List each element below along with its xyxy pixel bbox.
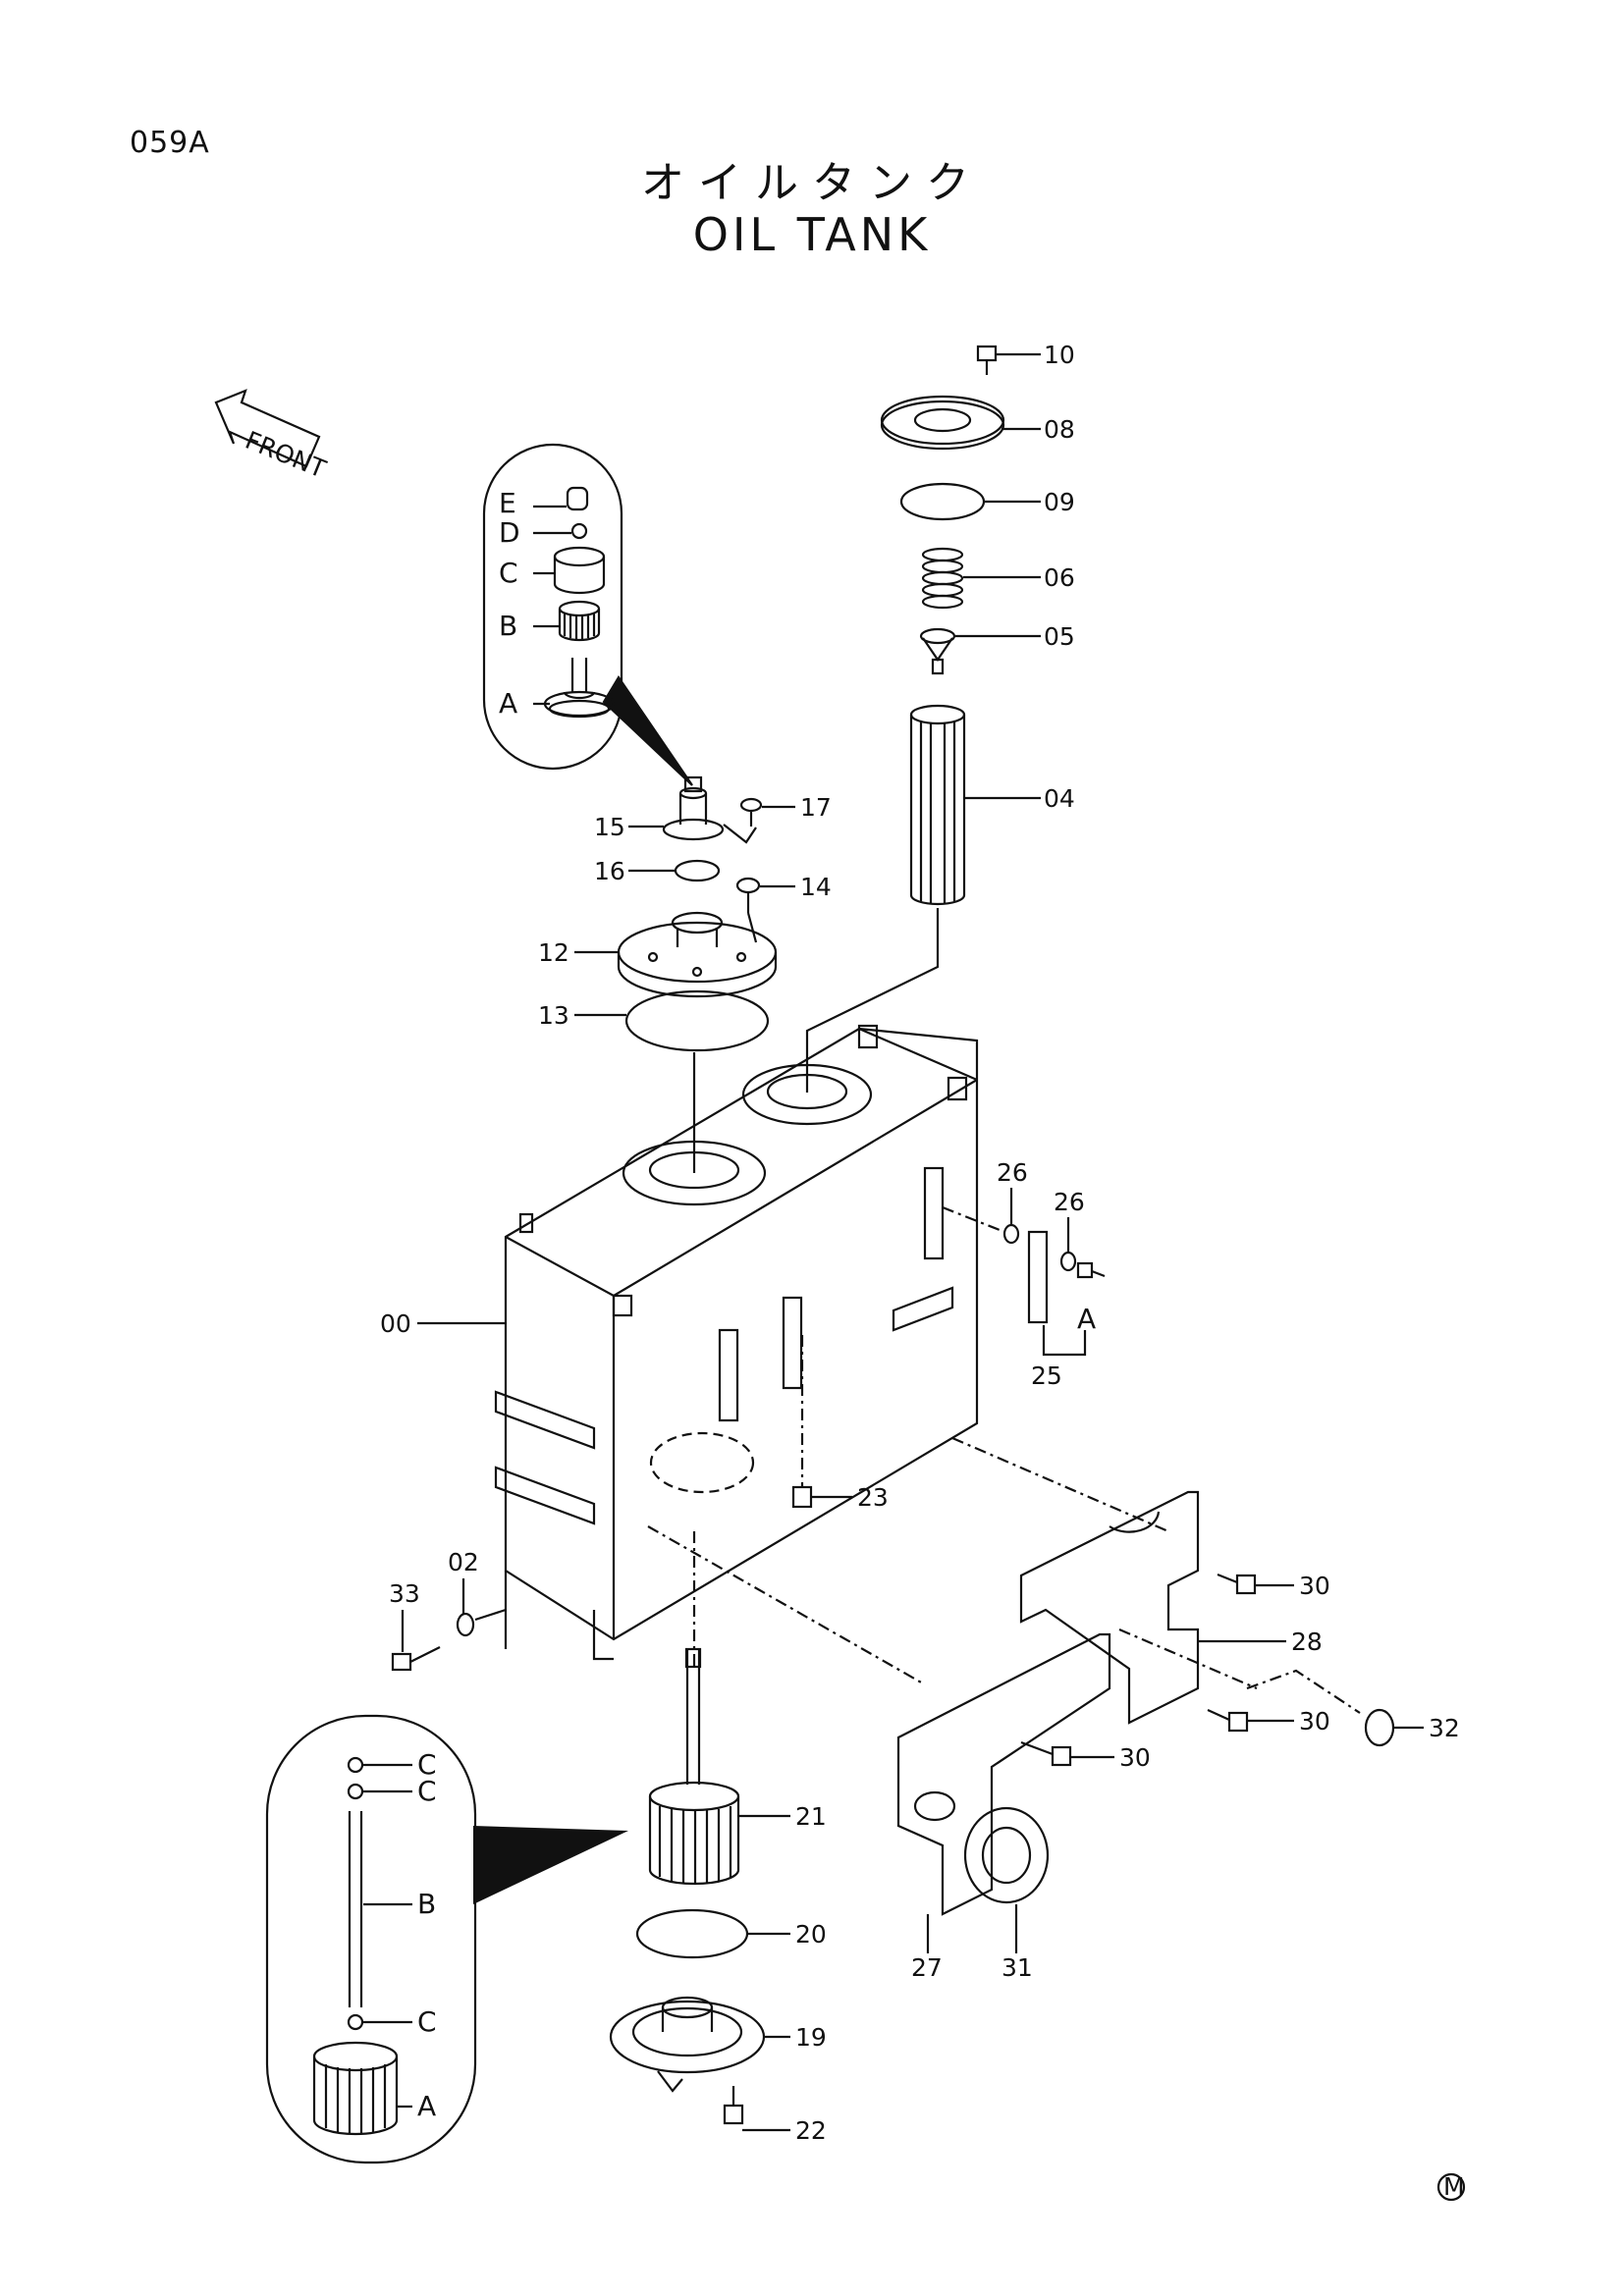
callout-a: A (1077, 1303, 1096, 1335)
part-28-bracket (1019, 1490, 1200, 1725)
part-33-bolt (391, 1646, 441, 1672)
part-00-oil-tank (494, 1024, 979, 1661)
part-32-grommet (1364, 1708, 1395, 1747)
part-19-cover (609, 1996, 766, 2093)
inset-top-label-e: E (499, 487, 516, 519)
inset-bottom-label-a: A (417, 2090, 436, 2122)
part-30-bolt-a (1217, 1573, 1257, 1595)
callout-27: 27 (911, 1953, 943, 1982)
callout-21: 21 (795, 1802, 827, 1831)
part-13-gasket (624, 989, 770, 1052)
inset-bottom-detail (265, 1714, 628, 2164)
inset-top-label-c: C (499, 557, 518, 589)
part-26-washer-b (1059, 1251, 1077, 1272)
page-code: 059A (130, 126, 210, 160)
callout-22: 22 (795, 2116, 827, 2145)
title-japanese: オイルタンク (641, 158, 983, 208)
callout-31: 31 (1001, 1953, 1033, 1982)
part-30-bolt-b (1207, 1708, 1249, 1733)
callout-10: 10 (1044, 341, 1075, 369)
callout-28: 28 (1291, 1628, 1323, 1656)
callout-09: 09 (1044, 488, 1075, 516)
inset-top-label-d: D (499, 516, 520, 549)
part-20-gasket (635, 1908, 749, 1959)
callout-20: 20 (795, 1920, 827, 1949)
callout-15: 15 (594, 813, 625, 841)
part-16-gasket (674, 859, 721, 882)
inset-top-label-b: B (499, 610, 517, 642)
part-25-bracket (1027, 1230, 1049, 1324)
part-15-breather (662, 775, 725, 841)
callout-06: 06 (1044, 563, 1075, 592)
part-04-filter-element (909, 704, 966, 906)
front-arrow-icon: FRONT (214, 389, 331, 484)
callout-13: 13 (538, 1001, 569, 1030)
part-05-valve (919, 627, 956, 675)
part-bolt-a (1076, 1261, 1094, 1279)
callout-14: 14 (800, 873, 832, 901)
part-31-grommet (963, 1806, 1050, 1904)
callout-32: 32 (1429, 1714, 1460, 1742)
part-17-screw (739, 797, 763, 827)
part-26-washer-a (1002, 1223, 1020, 1245)
callout-12: 12 (538, 938, 569, 967)
part-09-oring (899, 482, 986, 521)
part-10-bolt (976, 345, 998, 375)
footer-mark-label: M (1443, 2172, 1465, 2201)
callout-33: 33 (389, 1579, 420, 1608)
callout-30-b: 30 (1299, 1707, 1330, 1735)
callout-30-a: 30 (1299, 1572, 1330, 1600)
callout-02: 02 (448, 1548, 479, 1576)
inset-bottom-label-c2: C (417, 1775, 437, 1807)
callout-00: 00 (380, 1309, 411, 1338)
callout-16: 16 (594, 857, 625, 885)
callout-23: 23 (857, 1483, 889, 1512)
part-02-washer (456, 1612, 475, 1637)
part-14-bolt (735, 877, 761, 943)
part-27-bracket (896, 1632, 1111, 1916)
inset-bottom-label-b: B (417, 1888, 436, 1920)
part-stud-rod (684, 1647, 702, 1785)
inset-top-label-a: A (499, 687, 517, 720)
part-06-spring (921, 547, 964, 610)
part-23-plug (791, 1485, 813, 1509)
part-22-bolt (723, 2086, 744, 2125)
part-21-strainer (648, 1781, 740, 1886)
callout-17: 17 (800, 793, 832, 822)
callout-26-b: 26 (1054, 1188, 1085, 1216)
callout-30-c: 30 (1119, 1743, 1151, 1772)
inset-bottom-label-c1: C (417, 1748, 437, 1781)
callout-25: 25 (1031, 1362, 1062, 1390)
part-30-bolt-c (1020, 1740, 1072, 1767)
callout-04: 04 (1044, 784, 1075, 813)
callout-19: 19 (795, 2023, 827, 2052)
part-12-suction-flange (617, 911, 778, 998)
footer-mark-icon (1436, 2172, 1466, 2202)
front-arrow-label: FRONT (242, 426, 331, 484)
part-08-cover (880, 395, 1005, 451)
callout-08: 08 (1044, 415, 1075, 444)
callout-05: 05 (1044, 622, 1075, 651)
title-english: OIL TANK (692, 208, 932, 261)
callout-26-a: 26 (997, 1158, 1028, 1187)
inset-bottom-label-c3: C (417, 2005, 437, 2038)
